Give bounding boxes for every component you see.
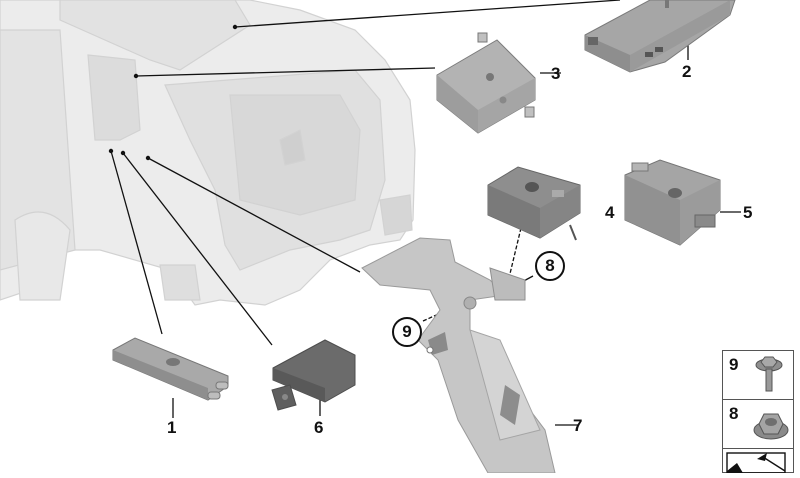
legend-item-9[interactable]: 9 [723,351,793,400]
callout-7[interactable]: 7 [573,416,583,435]
arrow-back-icon [726,452,786,474]
callout-5[interactable]: 5 [743,203,753,222]
part-4-antenna-module[interactable] [487,166,581,241]
legend-label: 8 [729,404,739,423]
back-nav[interactable] [723,449,793,474]
callout-2[interactable]: 2 [682,62,692,81]
fastener-legend: 9 8 [722,350,794,474]
hex-bolt-icon [755,356,783,392]
part-2-antenna-module[interactable] [584,0,736,73]
callout-6[interactable]: 6 [314,418,324,437]
part-7-bracket[interactable] [361,237,556,473]
legend-label: 9 [729,355,739,374]
legend-item-8[interactable]: 8 [723,400,793,449]
callout-9-circled[interactable]: 9 [392,317,422,347]
part-6-control-unit[interactable] [271,339,356,411]
hex-nut-icon [753,413,789,440]
callout-1[interactable]: 1 [167,418,177,437]
part-3-antenna-amplifier[interactable] [436,32,536,134]
callout-4[interactable]: 4 [605,203,615,222]
part-5-antenna-module[interactable] [624,159,721,246]
callout-8-circled[interactable]: 8 [535,251,565,281]
leader-dots [108,24,238,161]
vehicle-body [0,0,416,306]
callout-3[interactable]: 3 [551,64,561,83]
part-1-antenna-amplifier[interactable] [112,337,229,401]
